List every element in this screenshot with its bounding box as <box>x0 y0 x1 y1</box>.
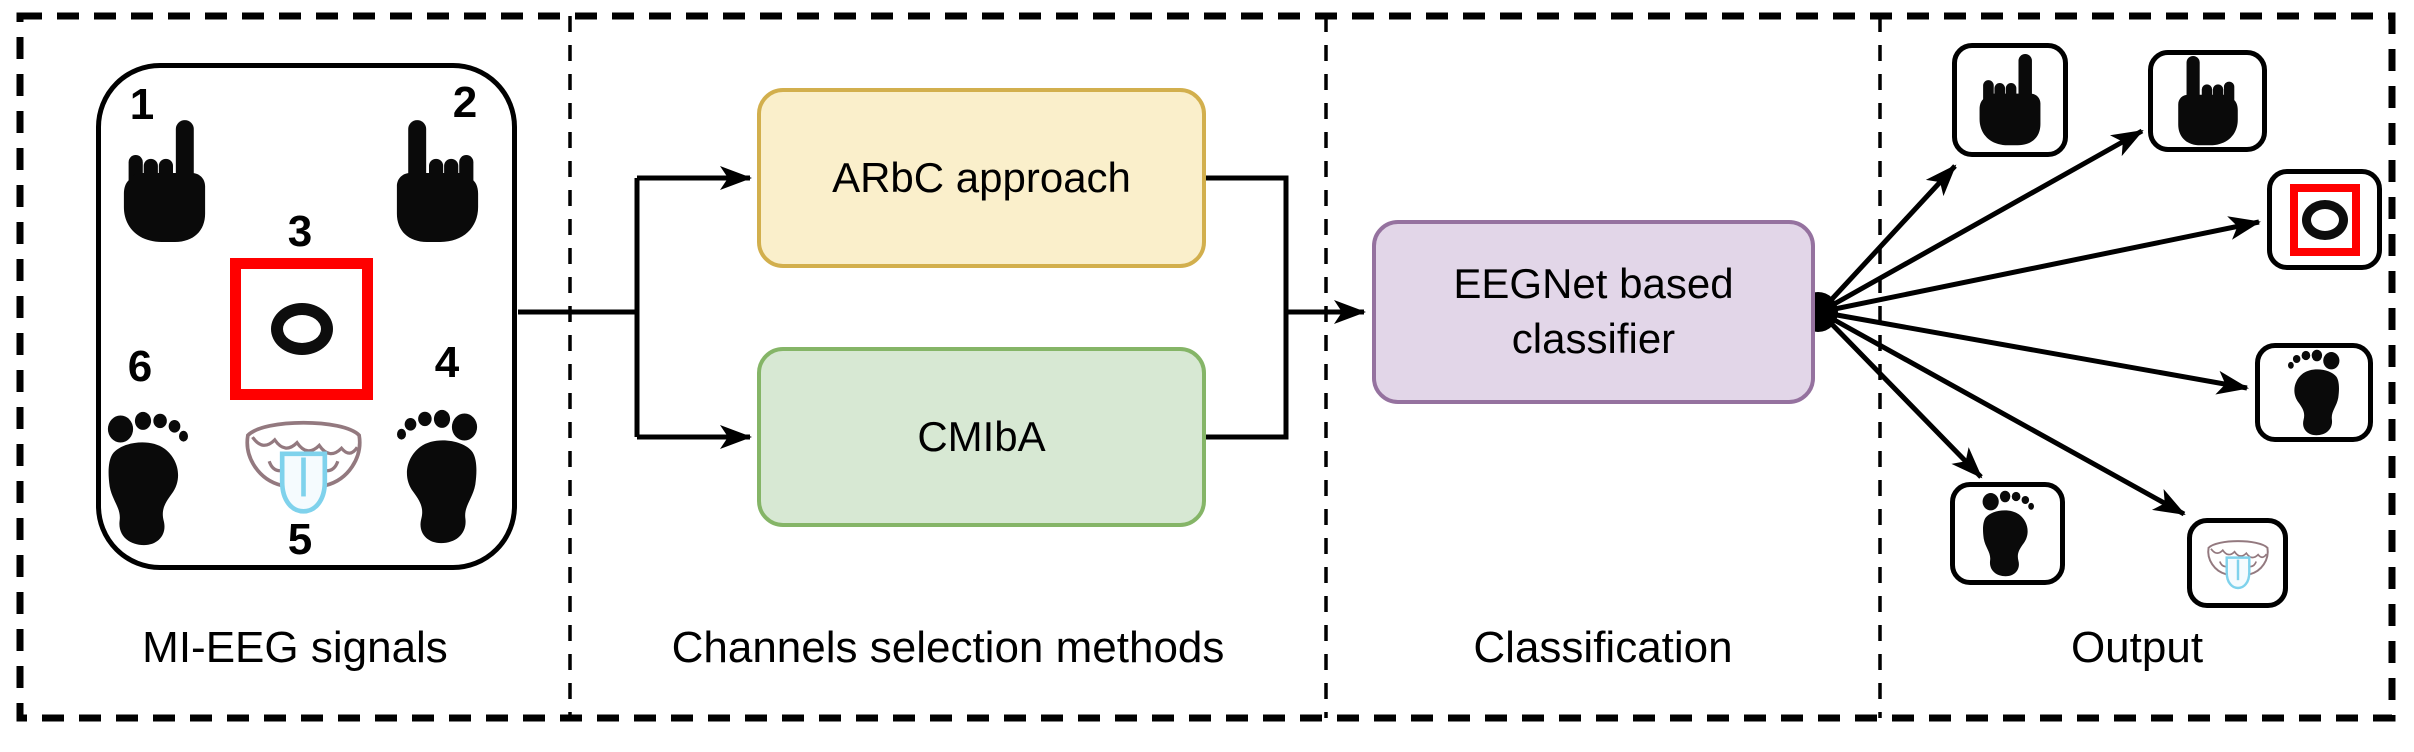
right-hand-icon <box>395 118 480 245</box>
left-hand-icon <box>1978 54 2042 146</box>
arbc-approach-label: ARbC approach <box>832 153 1131 201</box>
fixation-red-square <box>2289 183 2360 256</box>
stimulus-number-6: 6 <box>127 342 153 391</box>
fanout-connectors <box>1818 128 2261 517</box>
section-label-output: Output <box>2070 623 2204 672</box>
output-left-hand-box <box>1952 43 2068 157</box>
branch-connectors <box>518 166 1366 449</box>
eegnet-label-line1: EEGNet based <box>1453 260 1734 308</box>
merge-connector <box>1206 175 1289 440</box>
section-label-classification: Classification <box>1473 623 1733 672</box>
section-label-channels-selection-methods: Channels selection methods <box>671 623 1225 672</box>
left-foot-icon <box>107 407 188 550</box>
fixation-red-square <box>230 258 373 400</box>
stimulus-number-4: 4 <box>434 338 460 387</box>
right-hand-icon <box>2176 56 2240 146</box>
mi-eeg-stimulus-panel: 1 2 3 4 5 6 <box>96 63 517 570</box>
output-left-foot-box <box>1950 482 2065 585</box>
left-hand-icon <box>122 118 207 245</box>
fixation-circle-icon <box>270 303 333 355</box>
tongue-icon <box>235 413 372 515</box>
eegnet-classifier-label: EEGNet based classifier <box>1453 257 1733 366</box>
stimulus-number-1: 1 <box>129 80 155 129</box>
output-circle-box <box>2267 169 2382 270</box>
arbc-approach-box: ARbC approach <box>757 88 1206 268</box>
eegnet-label-line2: classifier <box>1511 315 1676 362</box>
cmiba-label: CMIbA <box>917 412 1046 460</box>
arrow-to-output-tongue <box>1818 309 2186 517</box>
stimulus-number-2: 2 <box>452 78 478 127</box>
output-right-foot-box <box>2255 343 2373 442</box>
arrow-to-output-circle <box>1819 216 2261 315</box>
stimulus-number-5: 5 <box>287 515 313 564</box>
arrow-to-output-right-foot <box>1819 309 2249 395</box>
eegnet-classifier-box: EEGNet based classifier <box>1372 220 1815 404</box>
output-tongue-box <box>2187 518 2288 608</box>
arrow-to-output-left-hand <box>1818 164 1957 314</box>
section-label-mi-eeg-signals: MI-EEG signals <box>142 623 448 672</box>
outer-dashed-border <box>16 12 2396 722</box>
output-right-hand-box <box>2148 50 2267 152</box>
right-foot-icon <box>397 405 478 548</box>
tongue-icon <box>2202 536 2274 590</box>
arrow-to-output-left-foot <box>1818 310 1983 479</box>
cmiba-box: CMIbA <box>757 347 1206 527</box>
right-foot-icon <box>2288 349 2340 436</box>
left-foot-icon <box>1982 490 2034 577</box>
fixation-circle-icon <box>2301 199 2348 240</box>
arrow-to-output-right-hand <box>1818 128 2144 315</box>
stimulus-number-3: 3 <box>287 207 313 256</box>
